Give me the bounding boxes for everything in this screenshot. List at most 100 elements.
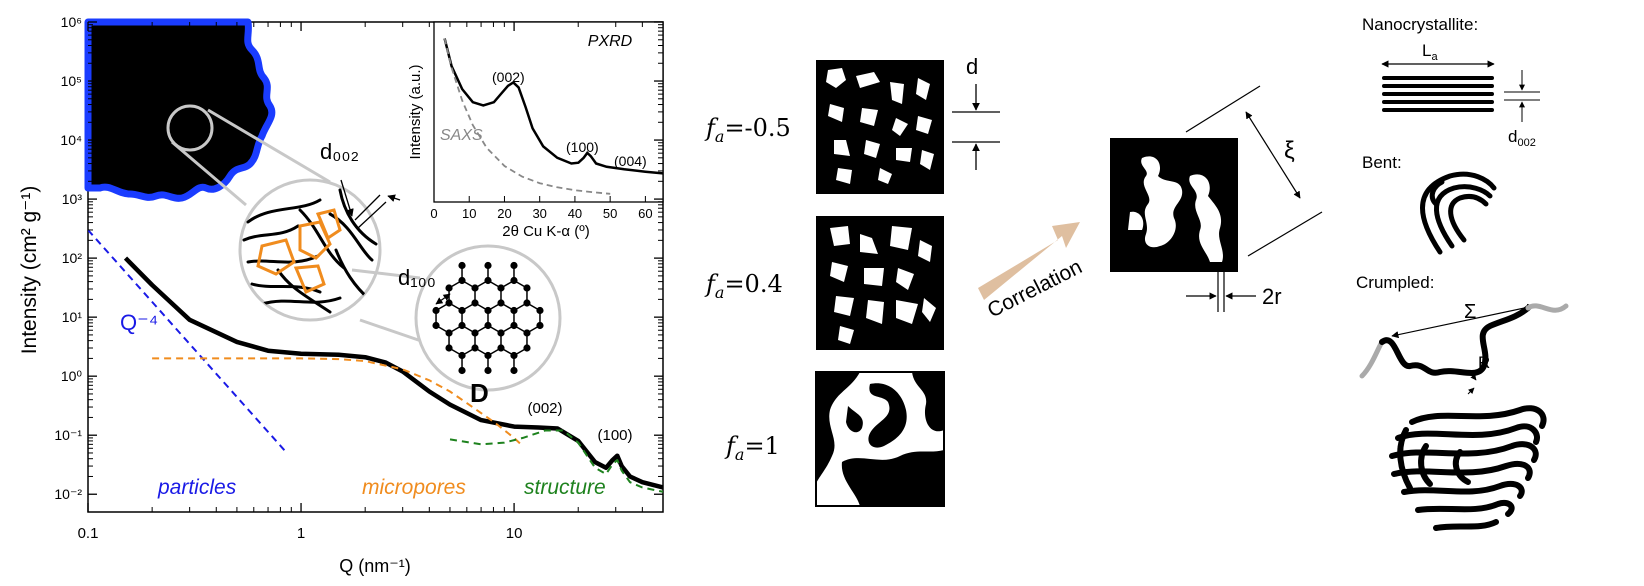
lattice-zoom: [414, 244, 562, 392]
x-axis-label: Q (nm⁻¹): [339, 556, 411, 576]
pxrd-peak-100: (100): [566, 139, 599, 155]
fa-box-1: [816, 60, 944, 194]
pxrd-x-tick-label: 0: [430, 206, 437, 221]
x-tick-label: 10: [506, 525, 523, 542]
lattice-atom: [471, 299, 479, 307]
x-tick-label: 1: [297, 525, 305, 542]
particle-blob: [84, 18, 276, 202]
sigma-label: Σ: [1464, 301, 1476, 323]
d002-schematic-label: d002: [1508, 127, 1536, 149]
pxrd-title: PXRD: [588, 33, 633, 50]
nanocrystallite-stack: [1382, 76, 1494, 112]
pxrd-x-tick-label: 40: [568, 206, 582, 221]
lattice-atom: [523, 329, 531, 337]
xi-label: ξ: [1284, 137, 1295, 164]
lattice-atom: [484, 276, 492, 285]
lattice-atom: [523, 284, 531, 292]
bent-label: Bent:: [1362, 153, 1402, 172]
y-tick-label: 10⁴: [60, 132, 82, 148]
correlation-box: [1110, 138, 1238, 272]
y-tick-label: 10⁰: [61, 368, 83, 384]
fa-label-3: fa=1: [724, 432, 780, 464]
lattice-atom: [445, 299, 453, 307]
y-tick-label: 10⁵: [61, 73, 82, 89]
pxrd-x-tick-label: 30: [532, 206, 546, 221]
lattice-atom: [458, 261, 466, 270]
lattice-atom: [510, 351, 518, 360]
micropores-label: micropores: [362, 476, 466, 499]
zoom-source-circle: [166, 104, 214, 152]
y-tick-label: 10³: [62, 191, 83, 207]
lattice-atom: [484, 261, 492, 270]
nanocrystallite-label: Nanocrystallite:: [1362, 15, 1478, 34]
pxrd-ylabel: Intensity (a.u.): [407, 64, 424, 159]
structure-label: structure: [524, 476, 606, 499]
lattice-atom: [458, 351, 466, 360]
lattice-atom: [497, 284, 505, 292]
x-tick-label: 0.1: [78, 525, 99, 542]
zoom-lines: [171, 108, 331, 207]
y-tick-label: 10²: [62, 250, 83, 266]
bent-sheets: [1420, 171, 1497, 255]
crumpled-sheet: [1359, 303, 1569, 379]
lattice-atom: [510, 261, 518, 270]
lattice-atom: [445, 329, 453, 337]
y-tick-label: 10¹: [62, 309, 83, 325]
y-axis-label: Intensity (cm² g⁻¹): [18, 186, 41, 355]
series-line-2: [152, 357, 524, 447]
lattice-atom: [458, 321, 466, 330]
lattice-atom: [484, 351, 492, 360]
lattice-atom: [484, 321, 492, 330]
q4-label: Q⁻⁴: [120, 310, 158, 335]
sigma-marker: [1391, 303, 1535, 339]
lattice-atom: [445, 284, 453, 292]
lattice-atom: [523, 344, 531, 352]
d-label: D: [470, 378, 489, 408]
d-marker: [952, 84, 1000, 170]
lattice-atom: [510, 276, 518, 285]
pxrd-peak-002: (002): [492, 69, 525, 85]
pxrd-x-tick-label: 60: [638, 206, 652, 221]
micropore-zoom: [238, 178, 382, 322]
particles-label: particles: [157, 476, 237, 499]
crumpled-ball: [1389, 405, 1547, 531]
peak-002-label: (002): [527, 400, 562, 417]
series-line-1: [88, 229, 287, 453]
fa-label-1: fa=-0.5: [704, 114, 791, 146]
fa-schematic: fa=-0.5 fa=0.4 fa=1: [704, 54, 1323, 507]
series-line-0: [123, 256, 663, 490]
pxrd-x-tick-label: 20: [497, 206, 511, 221]
lattice-atom: [536, 306, 544, 315]
lattice-atom: [458, 276, 466, 285]
lattice-atom: [497, 344, 505, 352]
morphology-schematic: Nanocrystallite: La d002 Bent: Crumpled:…: [1356, 15, 1569, 531]
lattice-atom: [471, 329, 479, 337]
lattice-atom: [510, 366, 518, 375]
pxrd-series-line-0: [443, 38, 663, 175]
y-tick-label: 10⁻¹: [54, 427, 82, 443]
lattice-atom: [458, 306, 466, 315]
xi-marker: [1185, 85, 1323, 257]
pxrd-series-line-1: [443, 38, 611, 195]
lattice-atom: [432, 306, 440, 315]
d100-label: d₁₀₀: [398, 265, 436, 290]
lattice-atom: [510, 306, 518, 315]
pxrd-x-tick-label: 50: [603, 206, 617, 221]
lattice-atom: [445, 344, 453, 352]
d002-marker: [354, 194, 387, 229]
pxrd-peak-004: (004): [614, 153, 647, 169]
d-spacing-label: d: [966, 54, 978, 79]
fa-box-3: [815, 371, 945, 507]
fa-box-2: [816, 216, 944, 350]
two-r-marker: [1186, 272, 1256, 312]
correlation-label: Correlation: [984, 255, 1086, 322]
lattice-atom: [510, 321, 518, 330]
lattice-atom: [471, 284, 479, 292]
saxs-label: SAXS: [440, 127, 483, 144]
la-label: La: [1422, 41, 1438, 63]
lattice-atom: [497, 329, 505, 337]
lattice-atom: [523, 299, 531, 307]
